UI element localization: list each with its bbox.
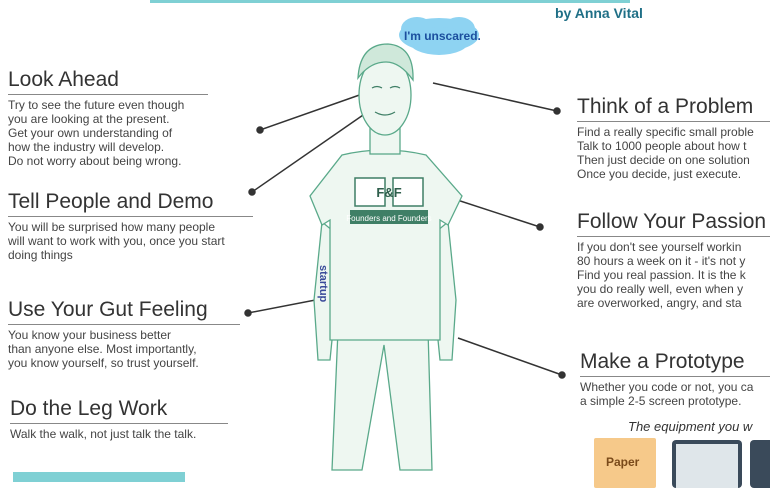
footer-accent-bar bbox=[13, 472, 185, 482]
thought-bubble bbox=[399, 17, 479, 55]
title-rule bbox=[8, 216, 253, 217]
section-title: Look Ahead bbox=[8, 68, 119, 91]
section-leg-work: Do the Leg Work Walk the walk, not just … bbox=[10, 397, 228, 441]
paper-card: Paper bbox=[594, 438, 656, 488]
title-rule bbox=[577, 121, 770, 122]
device-icon bbox=[750, 440, 770, 488]
section-body: You will be surprised how many people wi… bbox=[8, 220, 225, 262]
section-tell-people: Tell People and Demo You will be surpris… bbox=[8, 190, 253, 262]
section-think-problem: Think of a Problem Find a really specifi… bbox=[577, 95, 770, 181]
author-byline: by Anna Vital bbox=[555, 5, 643, 21]
section-follow-passion: Follow Your Passion If you don't see you… bbox=[577, 210, 770, 310]
section-body: You know your business better than anyon… bbox=[8, 328, 199, 370]
shirt-logo: F&F bbox=[376, 185, 401, 200]
equipment-title: The equipment you w bbox=[628, 419, 753, 434]
section-body: Whether you code or not, you ca a simple… bbox=[580, 380, 754, 408]
sleeve-label: startup bbox=[317, 265, 329, 303]
tablet-icon bbox=[672, 440, 742, 488]
title-rule bbox=[10, 423, 228, 424]
section-title: Follow Your Passion bbox=[577, 210, 767, 233]
title-rule bbox=[580, 376, 770, 377]
section-title: Use Your Gut Feeling bbox=[8, 298, 208, 321]
section-title: Do the Leg Work bbox=[10, 397, 168, 420]
section-gut-feeling: Use Your Gut Feeling You know your busin… bbox=[8, 298, 240, 370]
section-title: Make a Prototype bbox=[580, 350, 745, 373]
section-prototype: Make a Prototype Whether you code or not… bbox=[580, 350, 770, 408]
paper-label: Paper bbox=[606, 455, 640, 469]
section-body: If you don't see yourself workin 80 hour… bbox=[577, 240, 746, 310]
title-rule bbox=[577, 236, 770, 237]
bubble-text: I'm unscared. bbox=[404, 29, 481, 43]
section-title: Think of a Problem bbox=[577, 95, 754, 118]
section-look-ahead: Look Ahead Try to see the future even th… bbox=[8, 68, 208, 168]
tablet-screen bbox=[676, 444, 738, 488]
header-accent-bar bbox=[150, 0, 630, 3]
section-title: Tell People and Demo bbox=[8, 190, 214, 213]
section-body: Find a really specific small proble Talk… bbox=[577, 125, 754, 181]
section-body: Walk the walk, not just talk the talk. bbox=[10, 427, 197, 441]
title-rule bbox=[8, 324, 240, 325]
title-rule bbox=[8, 94, 208, 95]
section-body: Try to see the future even though you ar… bbox=[8, 98, 185, 168]
shirt-text: Founders and Founders bbox=[346, 214, 431, 223]
